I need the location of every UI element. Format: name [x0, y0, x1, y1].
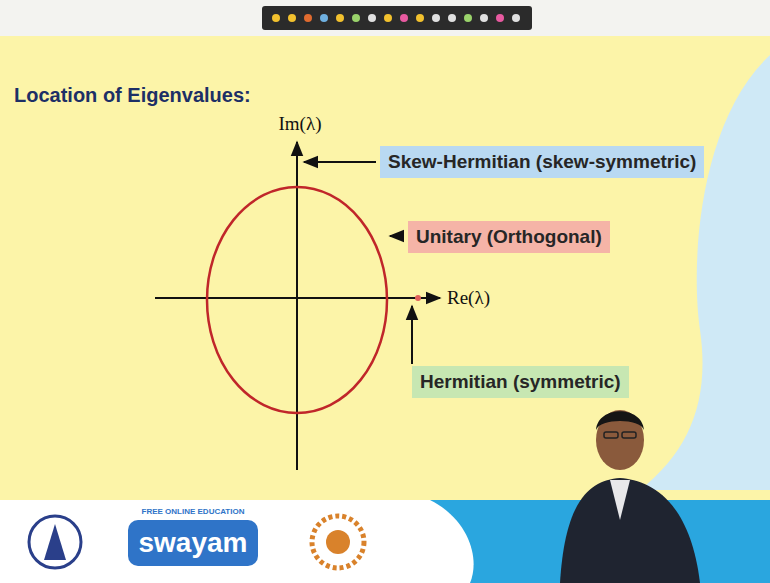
leader-arrow — [304, 161, 376, 163]
swayam-logo — [128, 520, 258, 566]
mission-emblem — [312, 516, 364, 568]
real-axis — [155, 297, 440, 299]
skew-hermitian-box: Skew-Hermitian (skew-symmetric) — [380, 146, 704, 179]
unit-circle — [207, 187, 387, 413]
side-wave — [640, 55, 770, 490]
top-strip — [0, 0, 770, 36]
logo-wordmark: swayam — [139, 528, 248, 559]
toolbar — [262, 6, 532, 30]
lecturer-figure — [560, 410, 700, 583]
toolbar-icons — [272, 14, 520, 22]
box-label: Unitary (Orthogonal) — [416, 226, 602, 249]
unitary-box: Unitary (Orthogonal) — [408, 221, 610, 254]
leader-arrow — [390, 235, 404, 237]
slide-title: Location of Eigenvalues: — [14, 84, 251, 107]
pointer-dot — [415, 295, 421, 301]
axis-label: Im(λ) — [279, 114, 322, 135]
box-label: Skew-Hermitian (skew-symmetric) — [388, 151, 696, 174]
hermitian-box: Hermitian (symmetric) — [412, 366, 629, 399]
leader-arrow — [411, 306, 413, 364]
imaginary-axis — [296, 142, 298, 470]
box-label: Hermitian (symmetric) — [420, 371, 621, 394]
footer-logo-panel — [0, 500, 474, 583]
axis-label: Re(λ) — [447, 288, 490, 309]
institute-emblem — [29, 516, 81, 568]
logo-tagline: FREE ONLINE EDUCATION — [142, 508, 245, 517]
